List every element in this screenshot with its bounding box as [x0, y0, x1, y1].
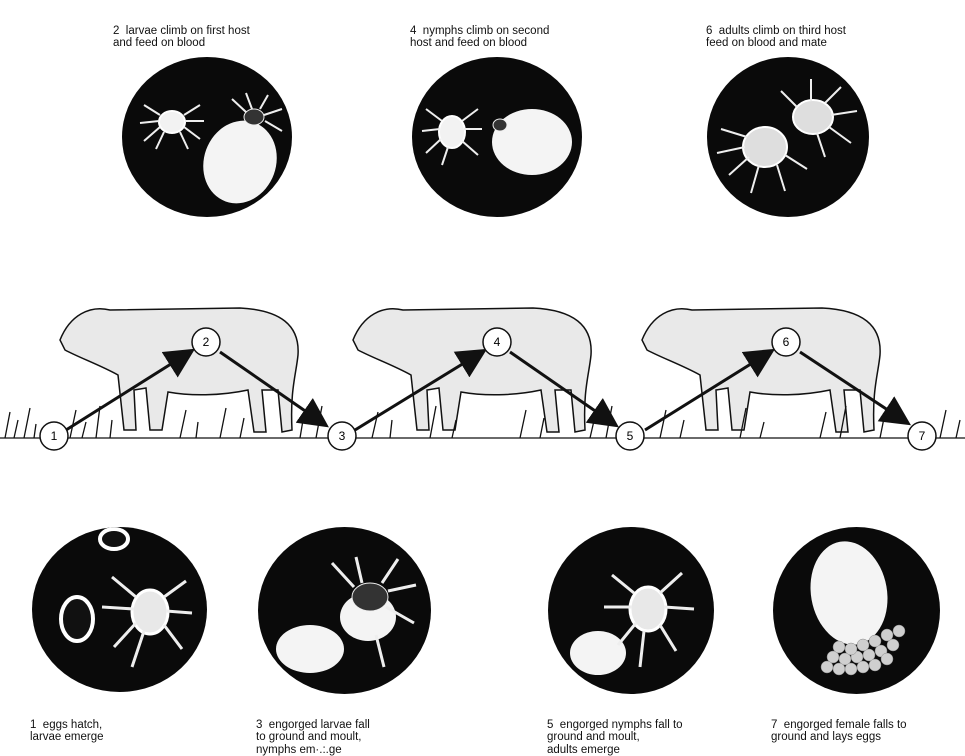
stage-node-label: 4: [494, 335, 501, 349]
caption-number: 1: [30, 719, 36, 731]
engorged-tick-icon: [276, 625, 344, 673]
caption-number: 6: [706, 25, 712, 37]
female-lays-eggs-illustration: [773, 527, 940, 694]
egg-icon: [61, 597, 93, 641]
larvae-moult-illustration: [258, 527, 431, 694]
stage-node-7: 7: [908, 422, 936, 450]
caption-number: 3: [256, 719, 262, 731]
caption-stage-6: 6 adults climb on third host feed on blo…: [706, 12, 846, 50]
tick-icon: [102, 577, 192, 667]
caption-text: eggs hatch, larvae emerge: [30, 719, 104, 744]
engorged-tick-icon: [192, 93, 288, 214]
eggs-hatch-illustration: [32, 527, 207, 692]
stage-node-1: 1: [40, 422, 68, 450]
larvae-feeding-illustration: [122, 57, 292, 217]
stage-node-label: 6: [783, 335, 790, 349]
adults-mating-illustration: [707, 57, 869, 217]
circle-larvae-moult: [258, 527, 431, 694]
caption-text: engorged female falls to ground and lays…: [771, 719, 907, 744]
caption-stage-3: 3 engorged larvae fall to ground and mou…: [256, 706, 370, 756]
caption-number: 7: [771, 719, 777, 731]
stage-node-label: 3: [339, 429, 346, 443]
caption-stage-5: 5 engorged nymphs fall to ground and mou…: [547, 706, 683, 756]
tick-icon: [422, 109, 482, 165]
tick-icon: [717, 127, 807, 193]
stage-node-4: 4: [483, 328, 511, 356]
circle-eggs-hatch: [32, 527, 207, 692]
stage-node-label: 2: [203, 335, 210, 349]
circle-nymphs-moult: [548, 527, 714, 694]
caption-stage-7: 7 engorged female falls to ground and la…: [771, 706, 907, 744]
nymphs-feeding-illustration: [412, 57, 582, 217]
stage-node-5: 5: [616, 422, 644, 450]
caption-text: nymphs climb on second host and feed on …: [410, 25, 549, 50]
caption-stage-2: 2 larvae climb on first host and feed on…: [113, 12, 250, 50]
stage-node-label: 7: [919, 429, 926, 443]
engorged-tick-icon: [492, 109, 572, 175]
caption-stage-1: 1 eggs hatch, larvae emerge: [30, 706, 104, 744]
stage-node-3: 3: [328, 422, 356, 450]
engorged-tick-icon: [570, 631, 626, 675]
stage-node-label: 1: [51, 429, 58, 443]
tick-icon: [781, 79, 857, 157]
caption-number: 5: [547, 719, 553, 731]
caption-stage-4: 4 nymphs climb on second host and feed o…: [410, 12, 549, 50]
circle-nymphs-feeding: [412, 57, 582, 217]
caption-number: 4: [410, 25, 416, 37]
circle-female-lays-eggs: [773, 527, 940, 694]
circle-larvae-feeding: [122, 57, 292, 217]
caption-text: engorged nymphs fall to ground and moult…: [547, 719, 683, 756]
stage-node-2: 2: [192, 328, 220, 356]
circle-adults-mating: [707, 57, 869, 217]
life-cycle-scene: 1 2 3 4 5 6 7: [0, 280, 965, 470]
stage-node-6: 6: [772, 328, 800, 356]
stage-node-label: 5: [627, 429, 634, 443]
caption-text: larvae climb on first host and feed on b…: [113, 25, 250, 50]
egg-icon: [100, 529, 128, 549]
tick-icon: [140, 105, 204, 149]
cow-icon: [353, 308, 591, 432]
caption-text: engorged larvae fall to ground and moult…: [256, 719, 370, 756]
nymphs-moult-illustration: [548, 527, 714, 694]
caption-number: 2: [113, 25, 119, 37]
engorged-tick-icon: [332, 557, 416, 667]
cow-icon: [60, 308, 298, 432]
caption-text: adults climb on third host feed on blood…: [706, 25, 846, 50]
grass-icon: [0, 406, 965, 438]
